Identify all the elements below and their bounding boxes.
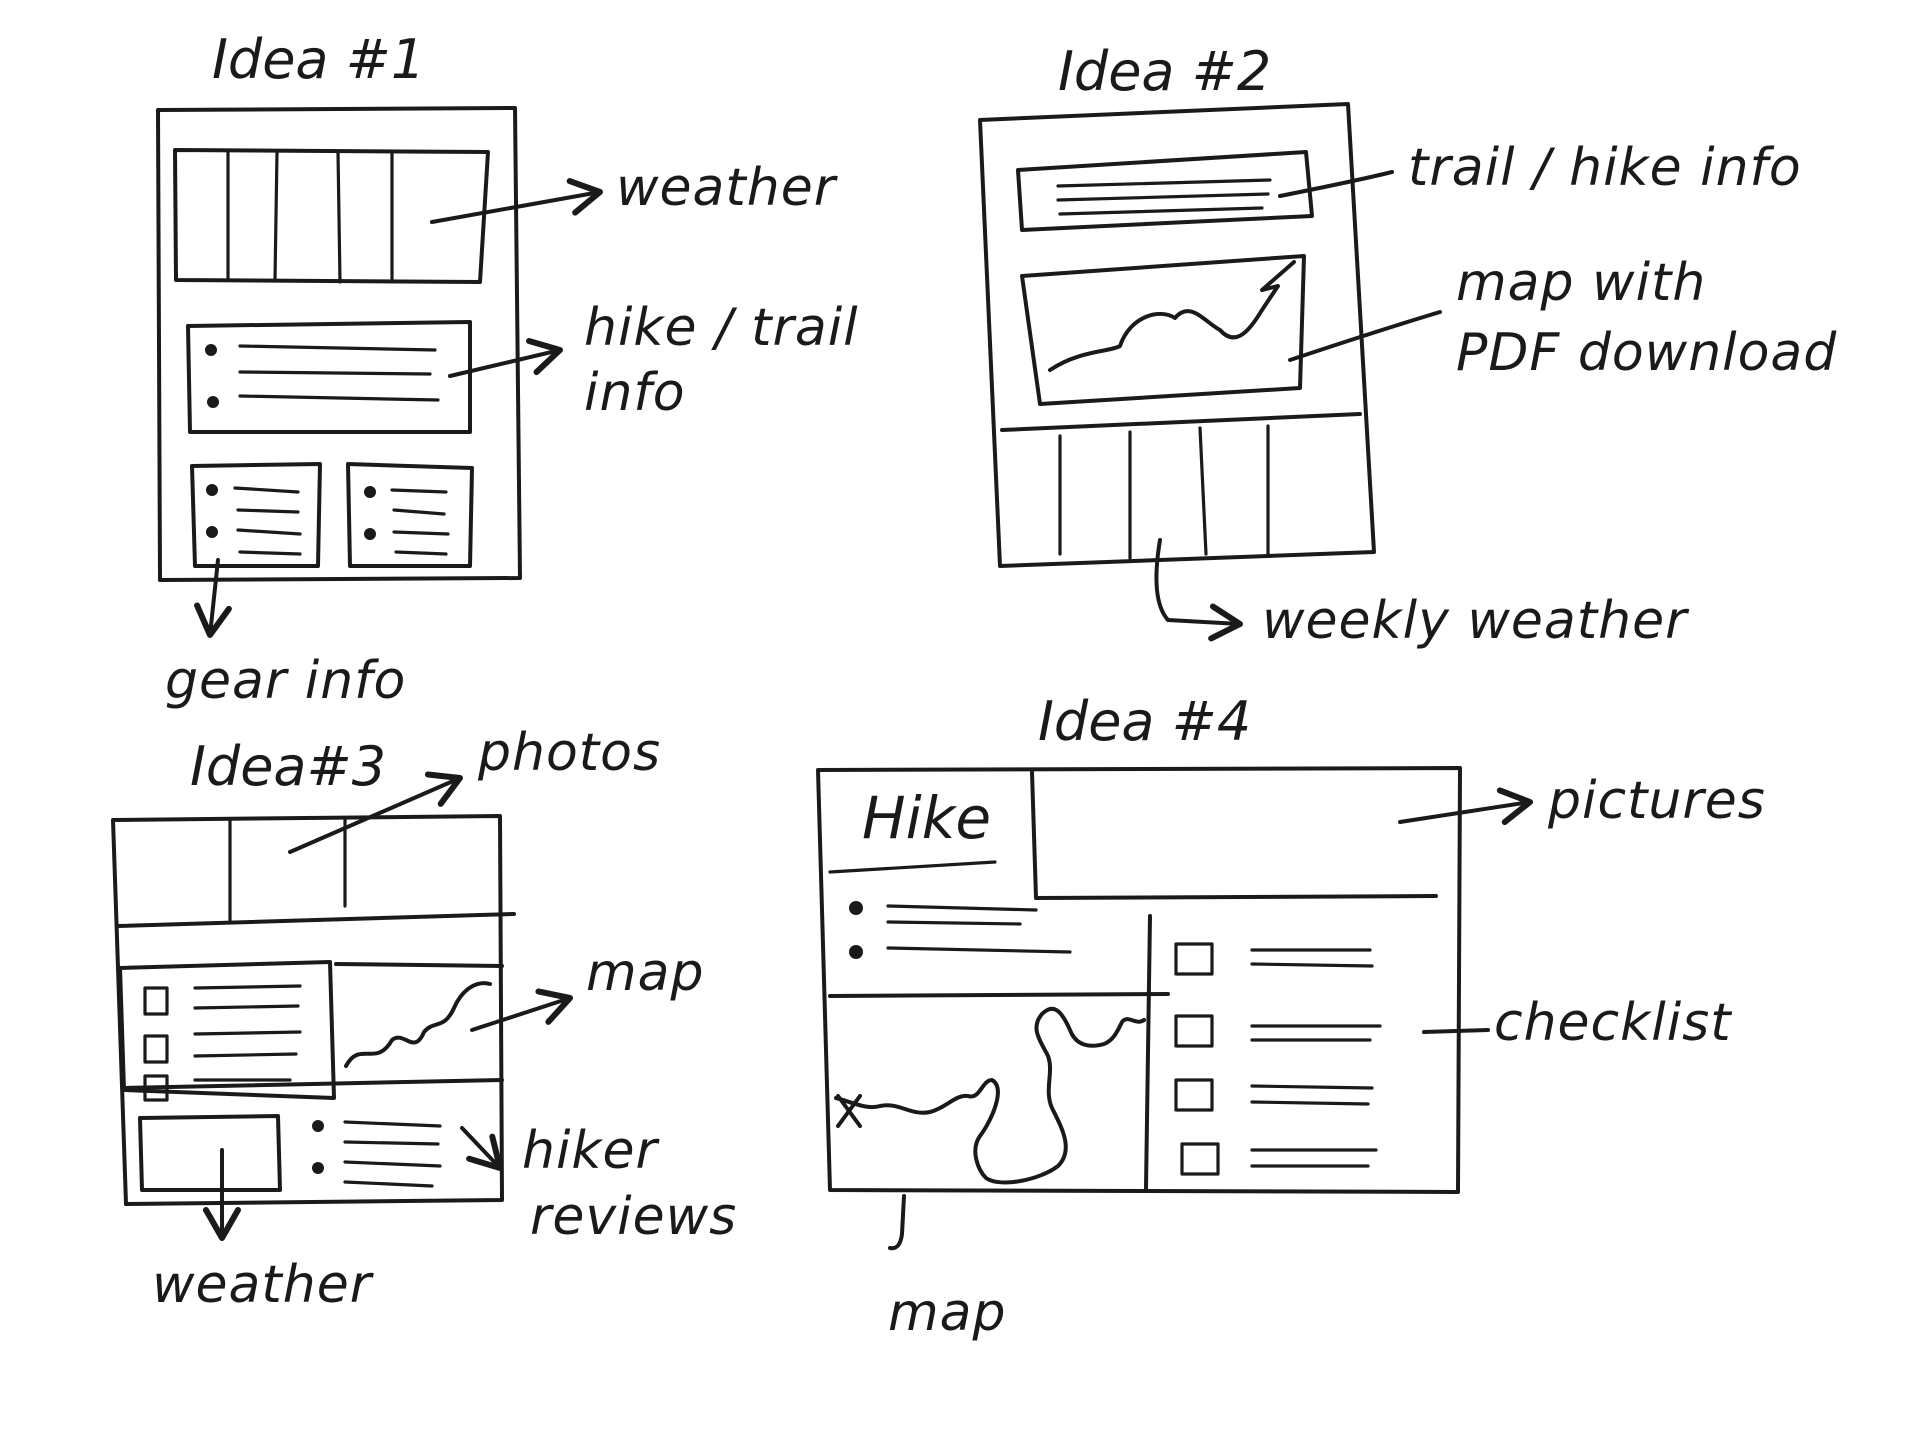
idea-1-weather-label: weather — [616, 158, 839, 218]
idea-1-hike-info-label-line2: info — [584, 363, 686, 423]
idea-2-map-label-line1: map with — [1456, 253, 1706, 313]
idea-4-checkbox-3 — [1174, 1078, 1214, 1112]
idea-2-frame — [978, 102, 1376, 568]
idea-2-weekly-weather-label: weekly weather — [1262, 591, 1690, 651]
idea-4-checklist-label: checklist — [1494, 993, 1732, 1053]
idea-2-trail-info-box — [1016, 150, 1314, 232]
idea-3-weather-label: weather — [152, 1255, 375, 1315]
idea-3-sketch: Idea#3 photos map hiker reviews weather — [111, 723, 737, 1315]
idea-3-reviews-label-line2: reviews — [530, 1187, 737, 1247]
idea-3-weather-box — [138, 1114, 282, 1192]
idea-3-title: Idea#3 — [190, 735, 386, 798]
idea-3-photos-label: photos — [477, 723, 661, 783]
idea-4-pictures-panel — [1030, 770, 1438, 900]
idea-1-hike-info-label-line1: hike / trail — [584, 298, 859, 358]
idea-1-hike-info-box — [186, 320, 472, 434]
idea-2-map-label-line2: PDF download — [1456, 323, 1837, 383]
idea-2-sketch: Idea #2 trail / hike info map with PDF d… — [978, 40, 1837, 651]
idea-1-weather-box — [173, 148, 490, 284]
idea-1-gear-box-a — [190, 462, 322, 568]
idea-2-map-trail — [1048, 260, 1296, 372]
idea-2-title: Idea #2 — [1058, 40, 1271, 103]
idea-4-map-label: map — [888, 1283, 1007, 1343]
idea-4-frame — [816, 766, 1462, 1194]
idea-4-checkbox-1 — [1174, 942, 1214, 976]
idea-3-info-card — [118, 960, 336, 1100]
idea-1-title: Idea #1 — [212, 28, 425, 91]
idea-3-map-label: map — [586, 943, 705, 1003]
idea-3-frame — [111, 814, 504, 1206]
idea-4-pictures-label: pictures — [1547, 771, 1766, 831]
idea-3-reviews-label-line1: hiker — [522, 1121, 661, 1181]
idea-4-checkbox-4 — [1180, 1142, 1220, 1176]
idea-4-checkbox-2 — [1174, 1014, 1214, 1048]
idea-1-gear-label: gear info — [165, 651, 406, 711]
idea-1-frame — [156, 106, 522, 582]
idea-4-map-start-marker — [836, 1094, 862, 1128]
idea-2-trail-info-label: trail / hike info — [1408, 138, 1802, 198]
idea-3-map-trail — [344, 981, 492, 1068]
idea-4-hike-heading: Hike — [862, 784, 991, 852]
idea-4-sketch: Idea #4 Hike pictures checklist map — [816, 690, 1766, 1343]
idea-1-gear-box-b — [346, 462, 474, 568]
idea-2-map-box — [1020, 254, 1306, 406]
idea-1-sketch: Idea #1 weather hike / trail info gear i… — [156, 28, 859, 711]
idea-4-map-trail — [834, 1006, 1146, 1185]
idea-4-title: Idea #4 — [1038, 690, 1251, 753]
